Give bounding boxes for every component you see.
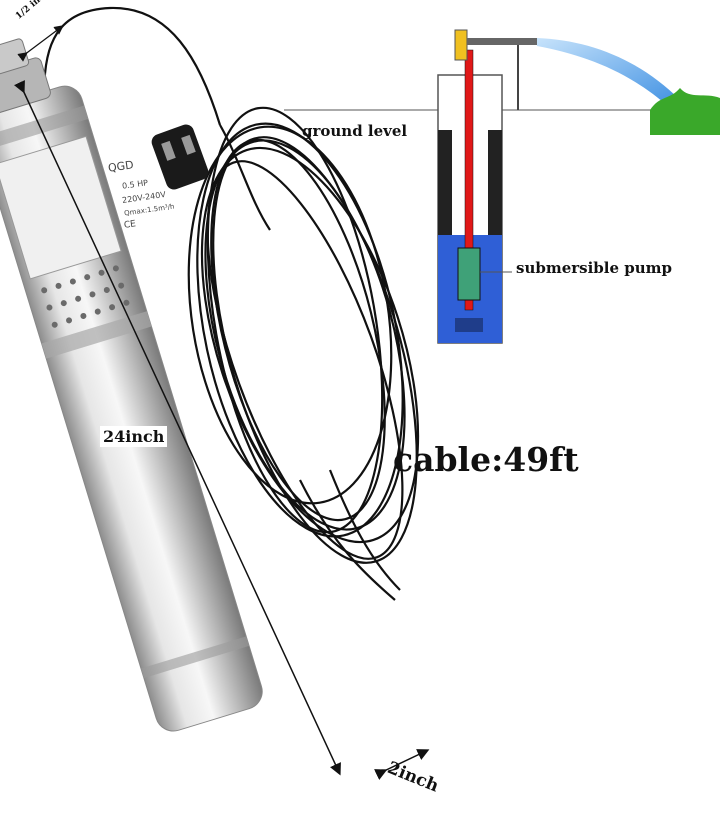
submersible-pump-label: submersible pump xyxy=(516,259,673,277)
grass xyxy=(650,88,720,135)
pump-length-label: 24inch xyxy=(100,426,168,447)
outlet-dimension xyxy=(17,25,64,62)
ground-level-label: ground level xyxy=(302,122,408,140)
ce-mark: CE xyxy=(123,219,137,231)
diameter-dimension xyxy=(374,749,430,780)
length-dimension xyxy=(14,80,341,776)
plug xyxy=(151,124,209,190)
water-spray xyxy=(537,38,680,108)
well-diagram xyxy=(284,29,720,344)
cable-length-label: cable:49ft xyxy=(393,440,579,479)
